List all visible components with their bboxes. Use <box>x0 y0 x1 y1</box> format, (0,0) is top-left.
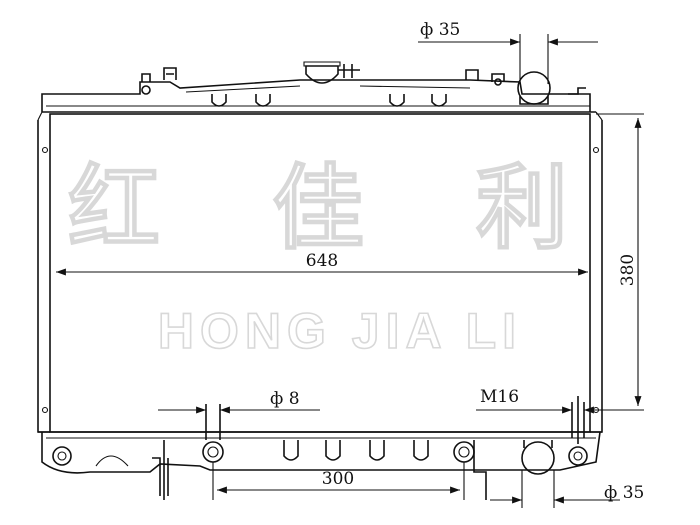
side-bolt-right-top <box>592 146 600 154</box>
bottom-lug-right <box>568 446 588 466</box>
top-clip-4 <box>431 94 447 107</box>
dim-bottom-pipe-dia: ф 35 <box>604 483 644 503</box>
side-bolt-left-top <box>41 146 49 154</box>
top-bracket-right <box>491 73 505 86</box>
dim-drain-dia: ф 8 <box>270 389 300 409</box>
side-bolt-left-bottom <box>41 406 49 414</box>
drain-plug <box>571 396 585 444</box>
bottom-tank <box>38 396 602 500</box>
bottom-clip-2 <box>325 440 341 461</box>
watermark: 红 佳 利 HONG JIA LI <box>67 154 608 360</box>
dim-core-height: 380 <box>618 254 638 286</box>
dim-top-pipe-dia: ф 35 <box>420 20 460 40</box>
bottom-clip-3 <box>369 440 385 461</box>
dim-core-width: 648 <box>306 251 338 271</box>
watermark-english: HONG JIA LI <box>158 303 522 359</box>
dim-drain-thread: M16 <box>480 387 519 407</box>
bottom-lug-left <box>52 446 72 466</box>
top-clip-2 <box>255 94 271 107</box>
bottom-clip-4 <box>413 440 429 461</box>
mount-pin-left <box>202 404 224 463</box>
watermark-chinese: 红 佳 利 <box>68 155 608 262</box>
top-clip-3 <box>389 94 405 107</box>
dimensions: ф 35 648 380 ф 8 M16 300 ф 35 <box>56 20 644 508</box>
top-clip-1 <box>211 94 227 107</box>
dim-mount-spacing: 300 <box>322 469 354 489</box>
top-inlet-pipe <box>517 71 586 105</box>
filler-cap <box>305 65 339 84</box>
bottom-clip-1 <box>283 440 299 461</box>
drain-stub <box>152 440 169 500</box>
top-tank <box>41 61 596 113</box>
bottom-outlet-pipe <box>521 440 555 475</box>
top-bracket-left <box>141 73 151 95</box>
